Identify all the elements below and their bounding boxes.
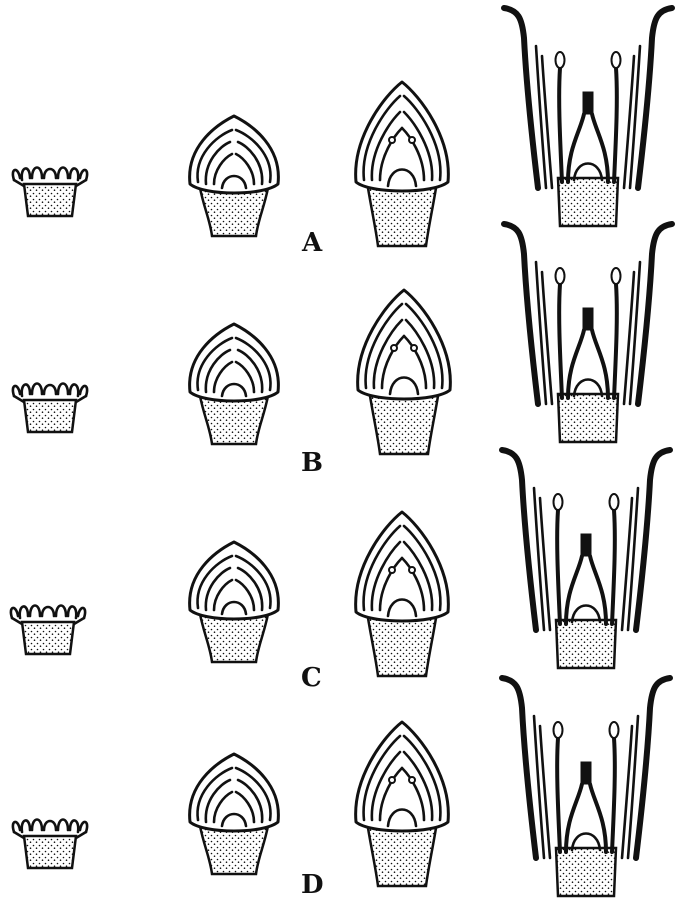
row-d-stage-4 (502, 678, 670, 896)
row-a-stage-3 (356, 82, 449, 246)
row-label-a: A (302, 230, 322, 256)
row-b-stage-3 (358, 290, 451, 454)
row-a (13, 8, 672, 246)
row-label-d: D (301, 872, 324, 898)
row-b-stage-2 (190, 324, 279, 444)
row-c-stage-3 (356, 512, 449, 676)
row-d (13, 678, 670, 896)
row-c-stage-4 (502, 450, 670, 668)
row-label-c: C (301, 665, 322, 691)
row-b (13, 224, 672, 454)
row-c-stage-2 (190, 542, 279, 662)
row-a-stage-4 (504, 8, 672, 226)
row-d-stage-1 (13, 820, 87, 869)
row-c-stage-1 (11, 606, 85, 655)
row-d-stage-3 (356, 722, 449, 886)
row-c (11, 450, 670, 676)
row-a-stage-1 (13, 168, 87, 217)
row-label-b: B (301, 450, 323, 476)
row-a-stage-2 (190, 116, 279, 236)
row-d-stage-2 (190, 754, 279, 874)
row-b-stage-4 (504, 224, 672, 442)
row-b-stage-1 (13, 384, 87, 433)
